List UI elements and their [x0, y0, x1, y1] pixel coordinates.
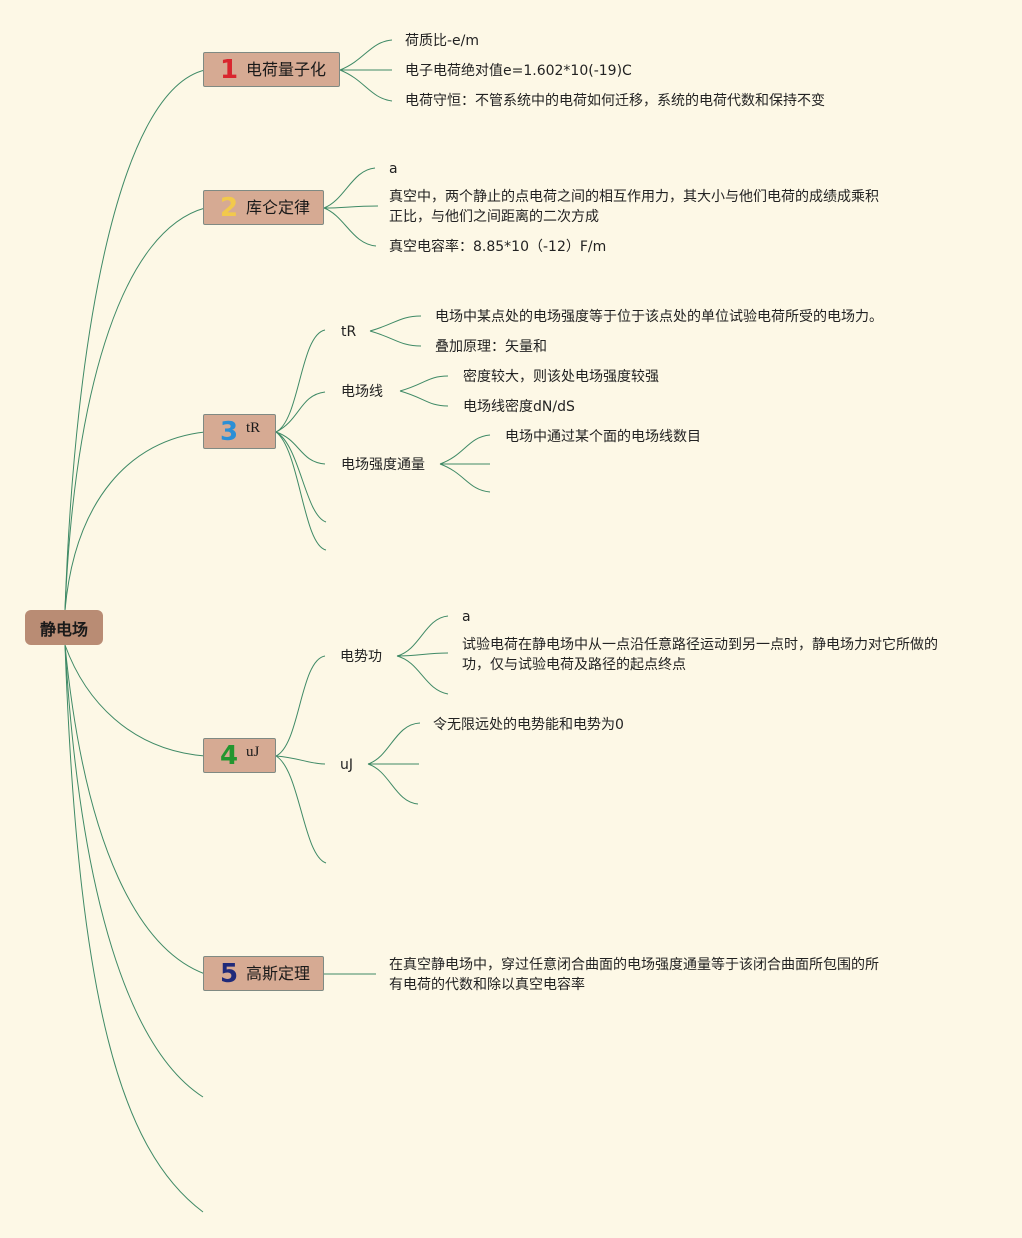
branch-node[interactable]: 电场强度通量 — [341, 457, 425, 473]
leaf-node: a — [462, 609, 471, 625]
number-icon-1: 1 — [220, 55, 239, 85]
topic-label: tR — [246, 420, 261, 436]
topic-node-1[interactable]: 1 电荷量子化 — [203, 52, 340, 87]
topic-label: 高斯定理 — [246, 964, 311, 983]
topic-node-5[interactable]: 5 高斯定理 — [203, 956, 324, 991]
leaf-node: 令无限远处的电势能和电势为0 — [433, 717, 624, 733]
topic-node-3[interactable]: 3 tR — [203, 414, 276, 449]
leaf-node: 叠加原理：矢量和 — [435, 339, 547, 355]
number-icon-5: 5 — [220, 959, 239, 989]
leaf-node: 密度较大，则该处电场强度较强 — [463, 369, 659, 385]
topic-label: uJ — [246, 744, 260, 760]
topic-node-4[interactable]: 4 uJ — [203, 738, 276, 773]
leaf-node: 电荷守恒：不管系统中的电荷如何迁移，系统的电荷代数和保持不变 — [405, 93, 825, 109]
leaf-node: 电子电荷绝对值e=1.602*10(-19)C — [405, 63, 632, 79]
topic-label: 电荷量子化 — [246, 60, 327, 79]
leaf-node: 真空中，两个静止的点电荷之间的相互作用力，其大小与他们电荷的成绩成乘积正比，与他… — [389, 189, 879, 225]
number-icon-4: 4 — [220, 741, 239, 771]
branch-node[interactable]: uJ — [340, 757, 354, 773]
topic-node-2[interactable]: 2 库仑定律 — [203, 190, 324, 225]
leaf-node: a — [389, 161, 398, 177]
leaf-node: 试验电荷在静电场中从一点沿任意路径运动到另一点时，静电场力对它所做的功，仅与试验… — [462, 637, 938, 673]
leaf-node: 电场线密度dN/dS — [463, 399, 575, 415]
leaf-node: 荷质比-e/m — [405, 33, 480, 49]
topic-label: 库仑定律 — [246, 198, 311, 217]
branch-node[interactable]: tR — [341, 324, 357, 340]
number-icon-2: 2 — [220, 193, 239, 223]
number-icon-3: 3 — [220, 417, 239, 447]
leaf-node: 电场中通过某个面的电场线数目 — [505, 429, 701, 445]
leaf-node: 在真空静电场中，穿过任意闭合曲面的电场强度通量等于该闭合曲面所包围的所有电荷的代… — [389, 957, 879, 993]
leaf-node: 电场中某点处的电场强度等于位于该点处的单位试验电荷所受的电场力。 — [435, 309, 883, 325]
leaf-node: 真空电容率：8.85*10（-12）F/m — [389, 239, 607, 255]
branch-node[interactable]: 电势功 — [340, 649, 382, 665]
branch-node[interactable]: 电场线 — [341, 384, 383, 400]
root-node[interactable]: 静电场 — [25, 610, 103, 645]
